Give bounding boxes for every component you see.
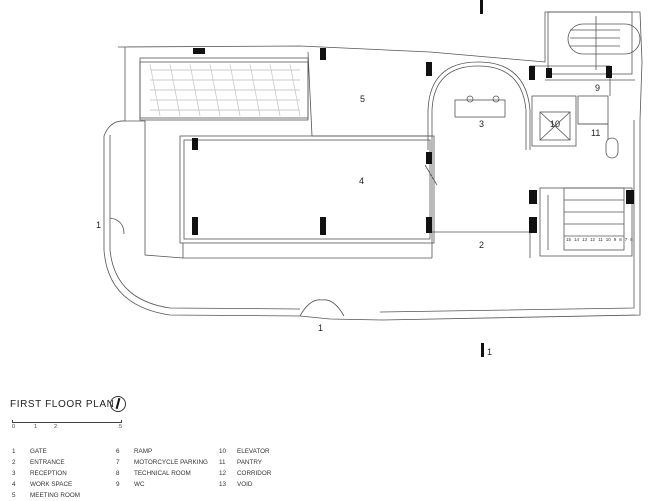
stair-step-number: 12 xyxy=(590,237,596,242)
north-arrow-icon xyxy=(110,396,126,412)
scale-tick: 2 xyxy=(54,424,58,430)
legend-item: 5 MEETING ROOM xyxy=(12,490,80,501)
legend-number: 5 xyxy=(12,492,16,499)
plan-title: FIRST FLOOR PLAN xyxy=(10,399,115,410)
legend-text: MOTORCYCLE PARKING xyxy=(134,459,208,466)
legend-text: VOID xyxy=(237,481,253,488)
legend-text: ELEVATOR xyxy=(237,448,270,455)
legend-item: 8 TECHNICAL ROOM xyxy=(116,468,208,479)
legend-number: 8 xyxy=(116,470,120,477)
legend-number: 2 xyxy=(12,459,16,466)
legend-column-2: 6 RAMP 7 MOTORCYCLE PARKING 8 TECHNICAL ROOM 9… xyxy=(116,446,208,490)
stair-step-number: 7 xyxy=(624,237,628,242)
section-marker-label: 1 xyxy=(487,347,493,357)
legend-text: RECEPTION xyxy=(30,470,67,477)
legend-item: 9 WC xyxy=(116,479,208,490)
legend-column-1: 1 GATE 2 ENTRANCE 3 RECEPTION 4 WORK SPACE 5 MEET… xyxy=(12,446,80,501)
room-label-pantry: 11 xyxy=(591,128,601,138)
legend-number: 9 xyxy=(116,481,120,488)
room-label-entrance: 2 xyxy=(479,240,485,250)
room-label-elevator: 10 xyxy=(550,119,561,129)
scale-tick: 5 xyxy=(119,424,123,430)
legend-number: 4 xyxy=(12,481,16,488)
scale-tick: 1 xyxy=(34,424,38,430)
stair-step-number: 10 xyxy=(605,237,611,242)
room-label-wc: 9 xyxy=(595,83,601,93)
legend-text: MEETING ROOM xyxy=(30,492,81,499)
room-label-gate-bottom: 1 xyxy=(318,323,324,333)
legend-item: 7 MOTORCYCLE PARKING xyxy=(116,457,208,468)
legend-text: RAMP xyxy=(134,448,153,455)
legend-item: 1 GATE xyxy=(12,446,80,457)
stair-step-number: 11 xyxy=(598,237,603,242)
legend-number: 6 xyxy=(116,448,120,455)
legend-item: 13 VOID xyxy=(219,479,271,490)
legend-item: 4 WORK SPACE xyxy=(12,479,80,490)
legend-number: 1 xyxy=(12,448,16,455)
legend-text: ENTRANCE xyxy=(30,459,65,466)
stair-step-number: 14 xyxy=(574,237,580,242)
legend-number: 11 xyxy=(219,459,226,466)
legend-item: 2 ENTRANCE xyxy=(12,457,80,468)
legend-item: 11 PANTRY xyxy=(219,457,271,468)
legend-item: 6 RAMP xyxy=(116,446,208,457)
legend-text: WORK SPACE xyxy=(30,481,73,488)
room-label-reception: 3 xyxy=(479,119,485,129)
room-label-gate-left: 1 xyxy=(96,220,102,230)
legend-text: PANTRY xyxy=(237,459,262,466)
legend-number: 3 xyxy=(12,470,16,477)
scale-tick: 0 xyxy=(12,424,16,430)
legend-text: GATE xyxy=(30,448,47,455)
legend-item: 3 RECEPTION xyxy=(12,468,80,479)
legend-column-3: 10 ELEVATOR 11 PANTRY 12 CORRIDOR 13 VOID xyxy=(219,446,271,490)
legend-number: 10 xyxy=(219,448,227,455)
legend-text: TECHNICAL ROOM xyxy=(134,470,191,477)
room-label-meeting-room: 5 xyxy=(360,94,366,104)
stair-step-number: 13 xyxy=(582,237,588,242)
legend-item: 10 ELEVATOR xyxy=(219,446,271,457)
scale-bar: 0 1 2 5 xyxy=(12,418,122,434)
stair-step-number: 6 xyxy=(630,237,633,242)
scale-bar-line xyxy=(12,420,122,423)
room-label-work-space: 4 xyxy=(359,176,365,186)
legend-number: 7 xyxy=(116,459,120,466)
stair-step-number: 15 xyxy=(566,237,572,242)
site-boundary xyxy=(103,11,643,321)
legend-number: 13 xyxy=(219,481,227,488)
legend-number: 12 xyxy=(219,470,227,477)
legend-item: 12 CORRIDOR xyxy=(219,468,271,479)
stair-step-number: 9 xyxy=(613,237,617,242)
legend-text: WC xyxy=(134,481,145,488)
legend-text: CORRIDOR xyxy=(237,470,272,477)
stair-step-number: 8 xyxy=(619,237,622,242)
